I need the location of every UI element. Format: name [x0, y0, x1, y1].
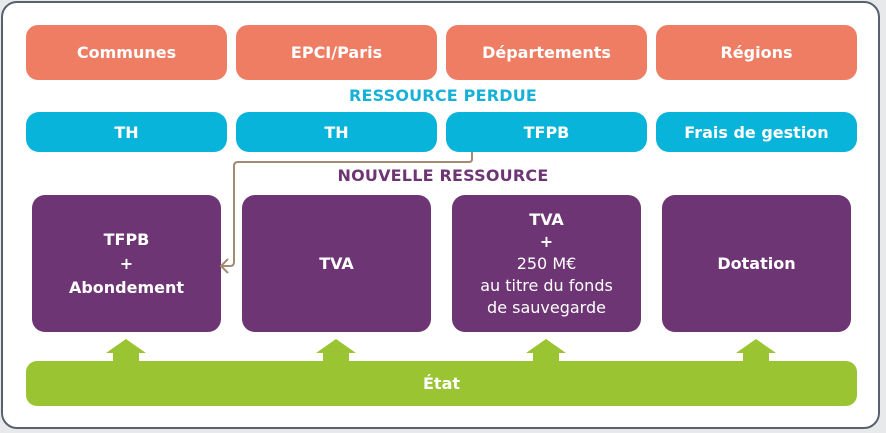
new-resource-line: au titre du fonds	[480, 275, 613, 295]
collectivite-epci-paris: EPCI/Paris	[236, 25, 437, 80]
lost-resource-communes: TH	[26, 112, 227, 152]
collectivite-label: Régions	[720, 43, 793, 62]
new-resource-line: TVA	[529, 209, 564, 229]
new-resource-line: +	[539, 231, 554, 251]
new-resource-line: 250 M€	[516, 253, 577, 273]
collectivite-departements: Départements	[446, 25, 647, 80]
new-resource-departements: TVA + 250 M€ au titre du fonds de sauveg…	[452, 195, 641, 332]
lost-resource-heading: RESSOURCE PERDUE	[348, 86, 538, 105]
lost-resource-epci-paris: TH	[236, 112, 437, 152]
new-resource-epci-paris: TVA	[242, 195, 431, 332]
lost-resource-regions: Frais de gestion	[656, 112, 857, 152]
lost-resource-label: TFPB	[523, 122, 570, 142]
lost-resource-label: TH	[114, 122, 139, 142]
new-resource-line: Abondement	[68, 277, 185, 297]
collectivite-communes: Communes	[26, 25, 227, 80]
new-resource-line: +	[119, 253, 134, 273]
collectivite-regions: Régions	[656, 25, 857, 80]
collectivite-label: Communes	[76, 43, 177, 62]
lost-resource-departements: TFPB	[446, 112, 647, 152]
new-resource-line: de sauvegarde	[487, 297, 606, 317]
new-resource-communes: TFPB + Abondement	[32, 195, 221, 332]
new-resource-regions: Dotation	[662, 195, 851, 332]
new-resource-line: TFPB	[103, 229, 150, 249]
etat-label: État	[422, 374, 461, 393]
new-resource-line: Dotation	[717, 253, 796, 273]
lost-resource-label: TH	[324, 122, 349, 142]
new-resource-heading: NOUVELLE RESSOURCE	[337, 166, 549, 185]
collectivite-label: Départements	[482, 43, 611, 62]
collectivite-label: EPCI/Paris	[290, 43, 383, 62]
new-resource-line: TVA	[319, 253, 354, 273]
etat-bar: État	[26, 361, 857, 406]
lost-resource-label: Frais de gestion	[684, 122, 829, 142]
